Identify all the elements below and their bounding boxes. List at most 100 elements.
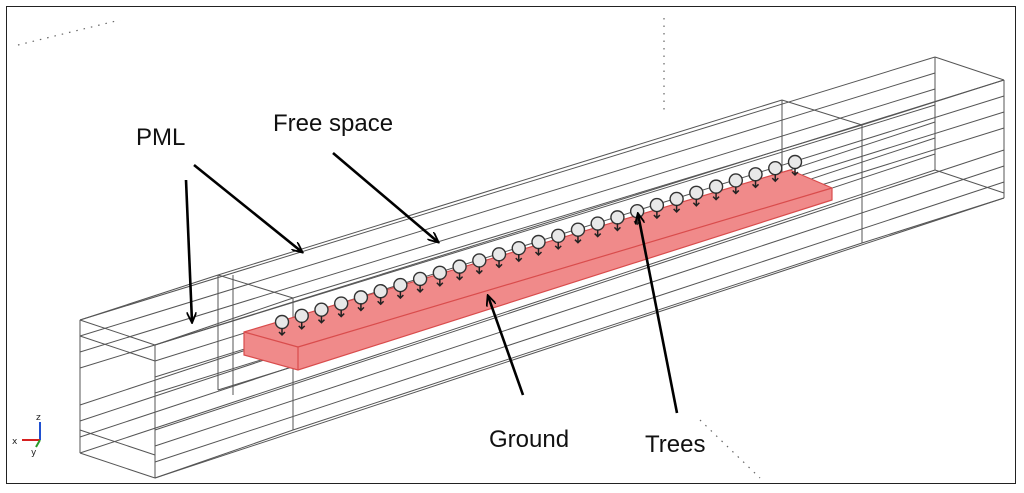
- tree: [649, 197, 665, 220]
- tree-trunk: [673, 204, 681, 213]
- pml-arrow-2: [193, 163, 302, 252]
- tree: [669, 191, 684, 213]
- tree-crown: [353, 290, 369, 305]
- tree: [728, 173, 744, 195]
- tree-crown: [708, 179, 724, 194]
- long-edge-top: [79, 56, 936, 321]
- tree: [333, 296, 349, 318]
- wire-edge: [79, 429, 156, 456]
- tree-crown: [728, 173, 744, 188]
- tree: [274, 314, 290, 337]
- tree: [511, 240, 526, 263]
- tree: [689, 185, 704, 207]
- tree-trunk: [554, 241, 562, 250]
- tree: [551, 228, 566, 250]
- tree-trunk: [317, 315, 325, 324]
- tree-trunk: [613, 223, 621, 232]
- tree-crown: [274, 314, 290, 330]
- tree: [432, 265, 448, 287]
- tree-trunk: [515, 254, 523, 263]
- tree-trunk: [771, 174, 779, 183]
- tree-crown: [333, 296, 349, 311]
- wire-edge: [154, 297, 294, 346]
- ground-slab: [243, 169, 833, 371]
- tree-crown: [689, 185, 704, 200]
- tree: [472, 253, 487, 275]
- free-space-label: Free space: [273, 110, 393, 137]
- long-edge-bottom-near: [154, 149, 1005, 431]
- tree-trunk: [456, 272, 464, 281]
- axis-triad: z x y: [12, 413, 41, 458]
- tree-crown: [472, 253, 487, 268]
- tree-crown: [511, 240, 526, 256]
- wire-edge: [934, 56, 1005, 81]
- trees-arrow: [638, 214, 679, 414]
- axis-x-label: x: [12, 437, 18, 447]
- tree-trunk: [594, 229, 602, 238]
- inner-edge: [217, 99, 783, 276]
- axis-y-line: [35, 439, 41, 448]
- wire-edge: [781, 99, 863, 126]
- tree: [452, 259, 467, 281]
- tree-trunk: [377, 297, 385, 306]
- tree: [314, 302, 329, 324]
- tree: [768, 160, 783, 183]
- tree: [373, 284, 388, 306]
- wire-edge: [217, 274, 294, 299]
- tree-crown: [412, 271, 428, 287]
- tree: [708, 179, 724, 201]
- tree: [491, 247, 507, 269]
- long-edge-bottom-near: [154, 197, 1005, 479]
- axis-y-label: y: [31, 448, 37, 458]
- ground-label: Ground: [489, 426, 569, 453]
- wire-edge: [934, 169, 1005, 194]
- tree-trunk: [653, 211, 661, 220]
- inner-edge: [292, 124, 863, 299]
- tree-crown: [432, 265, 448, 280]
- tree-crown: [551, 228, 566, 244]
- tree-trunk: [475, 266, 483, 275]
- tree-crown: [294, 308, 309, 324]
- trees-label: Trees: [645, 431, 705, 458]
- ground-arrow: [488, 296, 525, 396]
- tree: [393, 277, 408, 300]
- tree: [353, 290, 369, 312]
- tree-trunk: [574, 235, 582, 244]
- axis-z-label: z: [36, 413, 41, 423]
- tree-crown: [590, 216, 605, 231]
- tree-crown: [452, 259, 467, 274]
- tree-crown: [649, 197, 665, 213]
- tree-crown: [491, 247, 507, 262]
- tree-crown: [373, 284, 388, 299]
- tree-trunk: [416, 284, 424, 293]
- tree: [610, 210, 625, 232]
- tree-trunk: [298, 321, 306, 330]
- long-edge-bottom: [79, 169, 936, 454]
- diagram-frame: [6, 6, 1016, 484]
- tree-trunk: [278, 328, 286, 337]
- tree-crown: [768, 160, 783, 176]
- tree-trunk: [337, 309, 345, 318]
- tree-trunk: [791, 168, 799, 177]
- tree: [294, 308, 309, 330]
- long-edge-bottom-near: [154, 165, 1005, 447]
- tree: [590, 216, 605, 238]
- long-edge-top: [79, 104, 936, 369]
- tree-crown: [531, 234, 546, 250]
- tree-trunk: [712, 192, 720, 201]
- tree-trunk: [357, 303, 365, 312]
- tree: [412, 271, 428, 293]
- tree-trunk: [692, 198, 700, 207]
- tree: [531, 234, 546, 257]
- pml-arrow-1: [184, 179, 192, 322]
- tree-crown: [787, 154, 803, 170]
- long-edge-top: [79, 72, 936, 337]
- wire-edge: [79, 452, 156, 479]
- tree-trunk: [732, 186, 740, 195]
- long-edge-bottom-near: [154, 181, 1005, 463]
- tree-crown: [669, 191, 684, 207]
- dotted-guides: [17, 18, 761, 479]
- tree-crown: [570, 222, 586, 237]
- tree-trunk: [436, 278, 444, 287]
